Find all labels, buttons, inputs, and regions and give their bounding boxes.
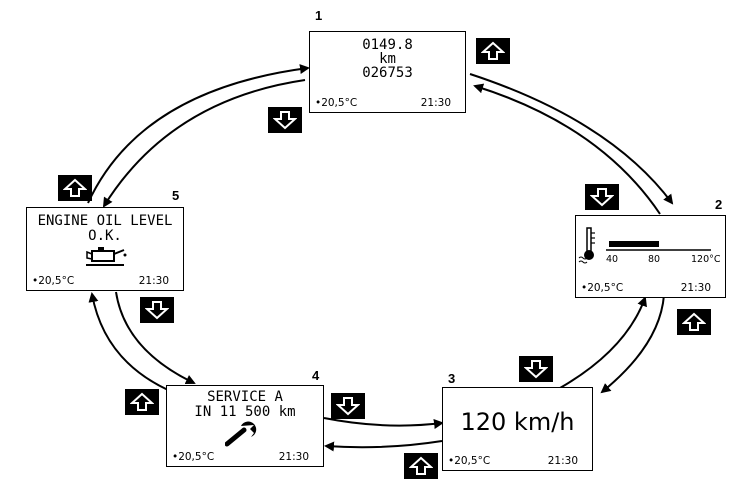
- down-button[interactable]: [519, 356, 553, 382]
- odometer-value: 026753: [362, 65, 413, 81]
- wrench-icon: [225, 421, 257, 447]
- clock-time: 21:30: [680, 282, 711, 294]
- gauge-label-40: 40: [606, 254, 619, 265]
- clock-time: 21:30: [278, 451, 309, 463]
- screen-speed: 120 km/h •20,5°C 21:30: [442, 387, 593, 471]
- screen-coolant-temperature: 40 80 120°C •20,5°C 21:30: [575, 215, 726, 298]
- down-arrow-icon: [145, 301, 169, 320]
- up-arrow-icon: [63, 178, 87, 197]
- down-button[interactable]: [268, 107, 302, 133]
- down-arrow-icon: [590, 188, 614, 207]
- arrow-4-to-3: [323, 417, 444, 429]
- up-arrow-icon: [682, 312, 706, 331]
- screen-number-5: 5: [172, 188, 180, 203]
- arrow-3-to-2: [559, 296, 647, 389]
- clock-time: 21:30: [547, 455, 578, 467]
- outside-temperature: •20,5°C: [32, 275, 75, 287]
- screen-number-2: 2: [715, 197, 723, 212]
- screen-number-4: 4: [312, 368, 320, 383]
- clock-time: 21:30: [420, 97, 451, 109]
- arrow-2-to-3: [600, 294, 665, 394]
- distance-unit: km: [379, 51, 396, 67]
- down-button[interactable]: [585, 184, 619, 210]
- up-arrow-icon: [481, 41, 505, 60]
- oil-level-status: O.K.: [88, 228, 122, 244]
- down-arrow-icon: [336, 397, 360, 416]
- up-button[interactable]: [125, 389, 159, 415]
- oil-level-title: ENGINE OIL LEVEL: [37, 213, 173, 229]
- up-button[interactable]: [58, 175, 92, 201]
- up-button[interactable]: [476, 38, 510, 64]
- arrow-1-to-5: [102, 79, 306, 208]
- service-distance: IN 11 500 km: [194, 404, 296, 420]
- arrow-5-to-1: [87, 64, 310, 204]
- gauge-label-80: 80: [648, 254, 661, 265]
- down-button[interactable]: [331, 393, 365, 419]
- arrow-3-to-4: [324, 440, 443, 452]
- arrow-5-to-4: [115, 291, 196, 385]
- thermometer-icon: [578, 227, 595, 264]
- down-arrow-icon: [524, 360, 548, 379]
- temperature-bar: [606, 241, 711, 251]
- up-button[interactable]: [677, 309, 711, 335]
- outside-temperature: •20,5°C: [172, 451, 215, 463]
- service-type: SERVICE A: [207, 389, 283, 405]
- screen-number-1: 1: [315, 8, 323, 23]
- arrow-1-to-2: [469, 73, 674, 205]
- screen-number-3: 3: [448, 371, 456, 386]
- arrow-2-to-1: [473, 83, 661, 215]
- screen-trip-odometer: 0149.8 km 026753 •20,5°C 21:30: [309, 31, 466, 113]
- oil-can-icon: [86, 247, 127, 266]
- speed-value: 120 km/h: [460, 408, 575, 436]
- outside-temperature: •20,5°C: [315, 97, 358, 109]
- gauge-label-120: 120°C: [691, 254, 721, 265]
- outside-temperature: •20,5°C: [448, 455, 491, 467]
- down-button[interactable]: [140, 297, 174, 323]
- arrow-4-to-5: [88, 292, 169, 391]
- screen-engine-oil: ENGINE OIL LEVEL O.K. •20,5°C 21:30: [26, 207, 184, 291]
- down-arrow-icon: [273, 111, 297, 130]
- trip-distance: 0149.8: [362, 37, 413, 53]
- up-button[interactable]: [404, 453, 438, 479]
- outside-temperature: •20,5°C: [581, 282, 624, 294]
- clock-time: 21:30: [138, 275, 169, 287]
- up-arrow-icon: [130, 392, 154, 411]
- up-arrow-icon: [409, 456, 433, 475]
- screen-service: SERVICE A IN 11 500 km •20,5°C 21:30: [166, 385, 324, 467]
